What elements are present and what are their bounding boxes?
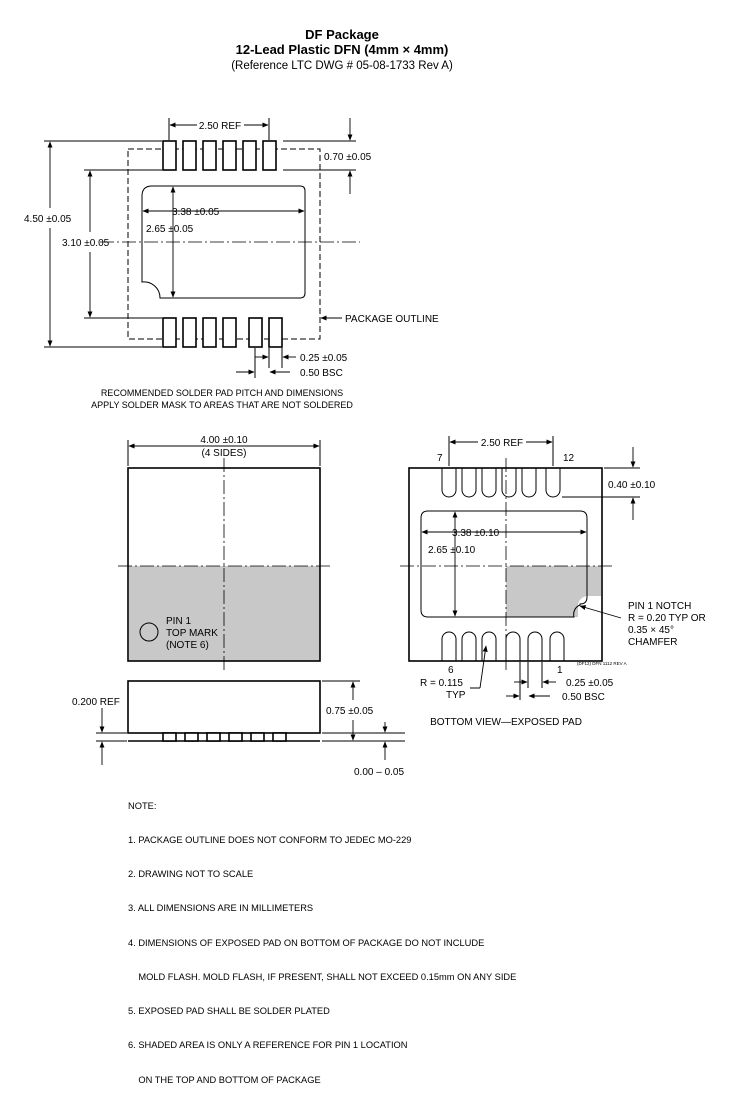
note-item: 5. EXPOSED PAD SHALL BE SOLDER PLATED [128, 1006, 330, 1017]
top-solder-pads [162, 140, 277, 171]
side-view: 0.200 REF 0.75 ±0.05 0.00 – 0.05 [72, 680, 405, 778]
package-outline-label: PACKAGE OUTLINE [345, 314, 439, 325]
note-item: 2. DRAWING NOT TO SCALE [128, 869, 254, 880]
note-item: MOLD FLASH. MOLD FLASH, IF PRESENT, SHAL… [128, 971, 517, 982]
notch-label-1: PIN 1 NOTCH [628, 601, 691, 612]
pin-label-1: 1 [557, 665, 563, 676]
bottom-view-caption: BOTTOM VIEW—EXPOSED PAD [430, 717, 582, 728]
pin1-mark-icon [139, 622, 159, 642]
bottom-solder-pads [162, 317, 283, 348]
dim-bottom-lead-width: 0.25 ±0.05 [566, 678, 614, 689]
note-item: 1. PACKAGE OUTLINE DOES NOT CONFORM TO J… [128, 835, 412, 846]
radius-label-1: R = 0.115 [420, 678, 463, 689]
solder-caption-line-1: RECOMMENDED SOLDER PAD PITCH AND DIMENSI… [101, 388, 343, 398]
side-view-leads [162, 732, 287, 742]
dim-bottom-pitch-span: 2.50 REF [481, 438, 523, 449]
dim-pitch: 0.50 BSC [300, 368, 343, 379]
pin-label-12: 12 [563, 453, 575, 464]
dim-bottom-pitch: 0.50 BSC [562, 692, 605, 703]
drawing-reference: (Reference LTC DWG # 05-08-1733 Rev A) [231, 60, 453, 72]
radius-label-2: TYP [446, 690, 466, 701]
dim-lead-width: 0.25 ±0.05 [300, 353, 348, 364]
dim-ref-thickness: 0.200 REF [72, 697, 120, 708]
bottom-view-bottom-leads [441, 631, 565, 661]
dim-pitch-span: 2.50 REF [199, 121, 241, 132]
notes-heading: NOTE: [128, 800, 157, 811]
solder-caption-line-2: APPLY SOLDER MASK TO AREAS THAT ARE NOT … [91, 400, 353, 410]
dim-body-note: (4 SIDES) [201, 448, 246, 459]
top-view: 4.00 ±0.10 (4 SIDES) PIN 1 TOP MARK (NOT… [118, 435, 330, 670]
side-view-body [127, 680, 321, 734]
note-item: ON THE TOP AND BOTTOM OF PACKAGE [128, 1074, 321, 1085]
pin1-label-2: TOP MARK [166, 628, 218, 639]
pin-label-6: 6 [448, 665, 454, 676]
notch-label-3: 0.35 × 45° [628, 625, 674, 636]
dim-body-width: 4.00 ±0.10 [200, 435, 248, 446]
dim-exposed-pad-height: 2.65 ±0.10 [428, 545, 476, 556]
dim-body-height: 0.75 ±0.05 [326, 706, 374, 717]
notch-label-4: CHAMFER [628, 637, 677, 648]
pin1-label-1: PIN 1 [166, 616, 191, 627]
dim-pad-height: 3.10 ±0.05 [62, 238, 110, 249]
pin1-label-3: (NOTE 6) [166, 640, 209, 651]
notch-label-2: R = 0.20 TYP OR [628, 613, 706, 624]
note-item: 4. DIMENSIONS OF EXPOSED PAD ON BOTTOM O… [128, 937, 485, 948]
package-outline [127, 148, 321, 340]
drawing-code: (DF12) DFN 1112 REV A [577, 661, 627, 666]
bottom-view: 2.50 REF 7 12 0.40 ±0.10 3.38 ±0.10 2.65… [400, 436, 706, 728]
dim-pad-length: 0.70 ±0.05 [324, 152, 372, 163]
note-item: 6. SHADED AREA IS ONLY A REFERENCE FOR P… [128, 1040, 408, 1051]
dim-outer-height: 4.50 ±0.05 [24, 214, 72, 225]
dim-standoff: 0.00 – 0.05 [354, 767, 404, 778]
note-item: 3. ALL DIMENSIONS ARE IN MILLIMETERS [128, 903, 314, 914]
dim-exposed-pad-width: 3.38 ±0.10 [452, 528, 500, 539]
dim-pad-width: 3.38 ±0.05 [172, 207, 220, 218]
solder-pad-view: 2.50 REF 0.70 ±0.05 4.50 ±0.05 3.10 ±0.0… [24, 118, 439, 410]
dim-lead-length: 0.40 ±0.10 [608, 480, 656, 491]
exposed-pad [420, 510, 588, 618]
package-title: DF Package [305, 27, 379, 42]
dim-inner-height: 2.65 ±0.05 [146, 224, 194, 235]
package-subtitle: 12-Lead Plastic DFN (4mm × 4mm) [236, 42, 449, 57]
package-drawing: DF Package 12-Lead Plastic DFN (4mm × 4m… [24, 27, 706, 778]
notes-block: NOTE: 1. PACKAGE OUTLINE DOES NOT CONFOR… [128, 778, 516, 1097]
pin-label-7: 7 [437, 453, 443, 464]
exposed-pad-outline [141, 185, 306, 299]
bottom-view-top-leads [441, 468, 561, 498]
